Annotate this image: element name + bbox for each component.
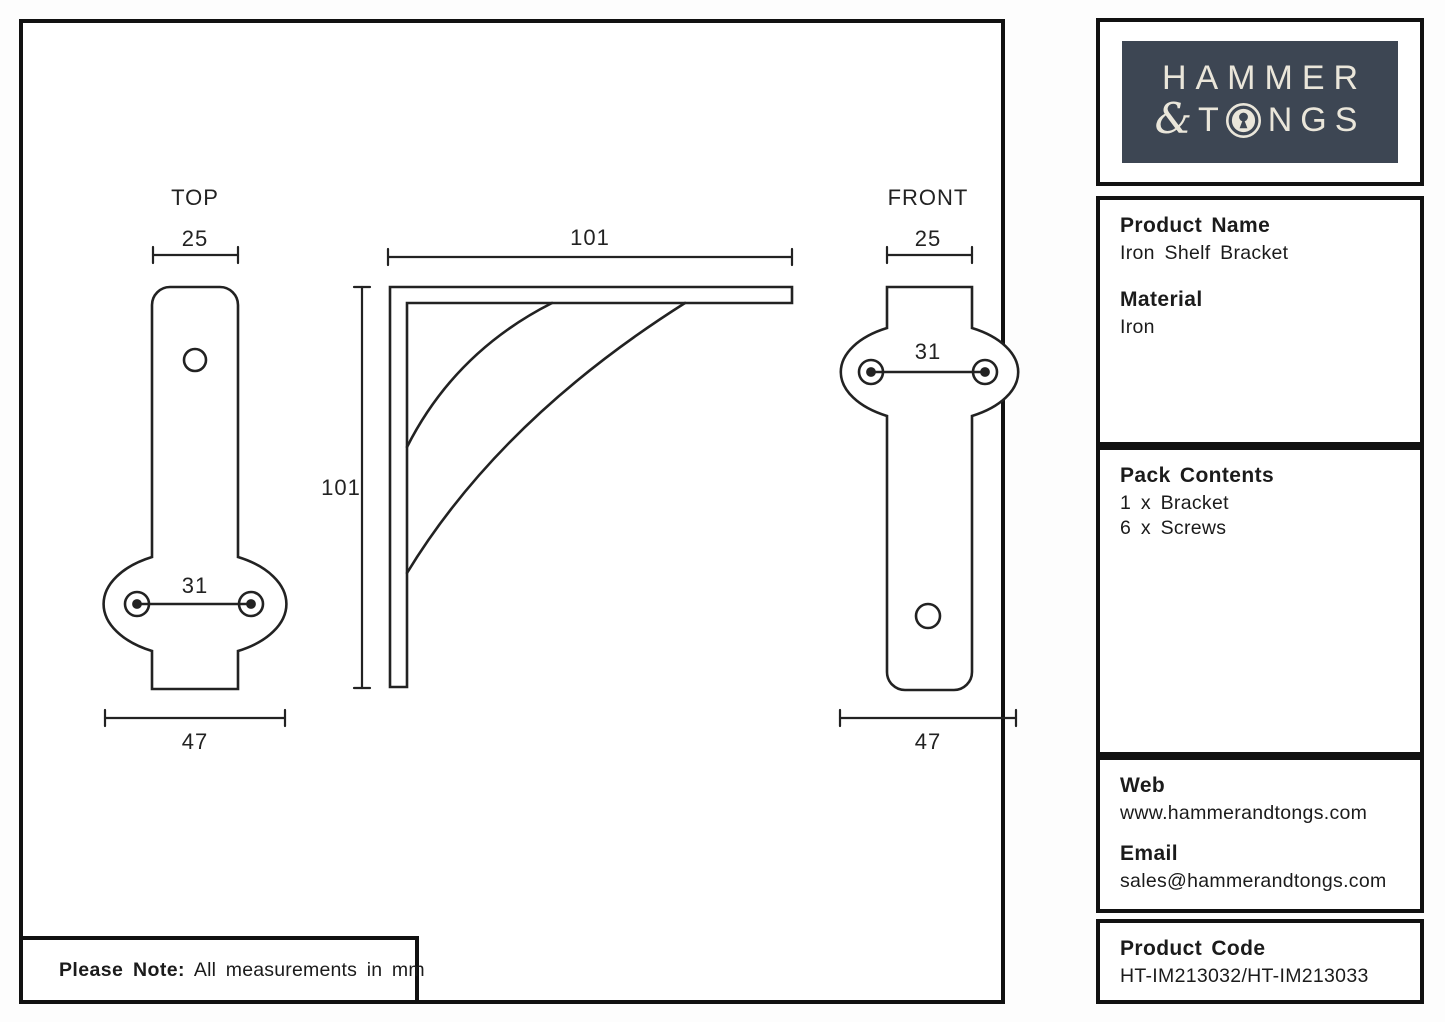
front-view-outline <box>839 285 1020 692</box>
material-value: Iron <box>1120 316 1155 339</box>
front-view-base-dim: 47 <box>915 729 941 754</box>
top-view-holes-dim: 31 <box>182 573 208 598</box>
logo-box: HAMMER & T NGS <box>1096 18 1424 186</box>
front-view-screw-hole <box>914 602 942 630</box>
pack-contents-item: 6 x Screws <box>1120 517 1227 540</box>
pack-contents-item: 1 x Bracket <box>1120 492 1229 514</box>
web-value: www.hammerandtongs.com <box>1120 802 1368 824</box>
product-info-box: Product Name Iron Shelf Bracket Material… <box>1096 196 1424 446</box>
email-value: sales@hammerandtongs.com <box>1120 870 1387 893</box>
logo-letter-t: T <box>1197 101 1227 139</box>
front-view-label: FRONT <box>888 185 969 210</box>
front-view-width-dim: 25 <box>915 226 941 251</box>
side-view-height-dim: 101 <box>321 475 361 500</box>
product-name-heading: Product Name <box>1120 214 1271 237</box>
front-view-dimensions <box>838 245 1018 728</box>
side-view-brace-upper-curve <box>405 301 554 449</box>
note-text: All measurements in mm <box>193 958 425 981</box>
product-code-heading: Product Code <box>1120 937 1266 960</box>
pack-contents-heading: Pack Contents <box>1120 464 1275 487</box>
side-view-dimensions <box>352 247 794 690</box>
logo-word-tongs: & T NGS <box>1154 93 1366 143</box>
product-code-box: Product Code HT-IM213032/HT-IM213033 <box>1096 919 1424 1004</box>
side-view-brace-lower-curve <box>405 301 687 575</box>
hammer-and-tongs-logo: HAMMER & T NGS <box>1122 41 1398 163</box>
product-name-value: Iron Shelf Bracket <box>1120 242 1289 264</box>
web-heading: Web <box>1120 774 1166 797</box>
pack-contents-box: Pack Contents 1 x Bracket 6 x Screws <box>1096 446 1424 756</box>
note-label: Please Note: <box>59 958 185 981</box>
logo-letters-ngs: NGS <box>1267 101 1366 139</box>
top-view-width-dim: 25 <box>182 226 208 251</box>
logo-word-hammer: HAMMER <box>1161 59 1368 98</box>
top-view-dimensions <box>103 245 287 728</box>
side-view-length-dim: 101 <box>570 225 610 250</box>
top-view-screw-hole <box>182 347 208 373</box>
ampersand-glyph: & <box>1154 93 1192 143</box>
keyhole-icon <box>1225 103 1261 139</box>
product-code-value: HT-IM213032/HT-IM213033 <box>1120 965 1369 987</box>
contact-box: Web www.hammerandtongs.com Email sales@h… <box>1096 756 1424 913</box>
material-heading: Material <box>1120 288 1203 312</box>
front-view-holes-dim: 31 <box>915 339 941 364</box>
measurements-note: Please Note: All measurements in mm <box>19 936 425 1004</box>
email-heading: Email <box>1120 842 1179 866</box>
top-view-label: TOP <box>171 185 219 210</box>
top-view-outline <box>102 285 288 691</box>
side-view-outline <box>388 285 794 689</box>
top-view-base-dim: 47 <box>182 729 208 754</box>
